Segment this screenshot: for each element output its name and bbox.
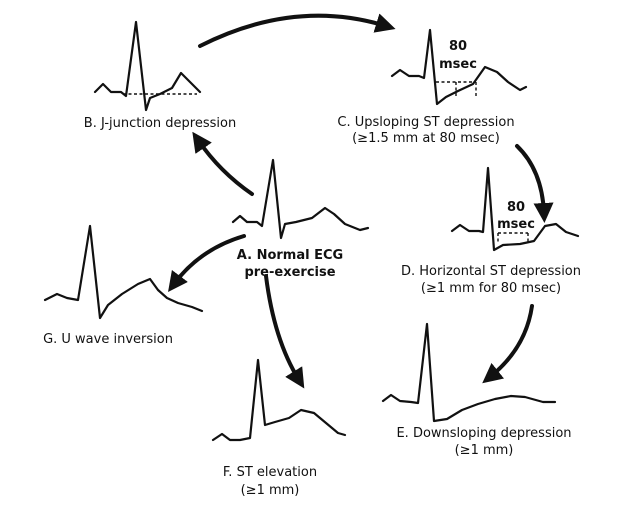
panel-c-annotation-80: 80: [449, 39, 467, 54]
ecg-trace-u-wave-inversion: [43, 224, 204, 320]
panel-a-label-line1: A. Normal ECG: [237, 248, 343, 263]
arrow-a-to-b: [192, 131, 254, 196]
panel-e-label-line2: (≥1 mm): [455, 443, 514, 458]
ecg-trace-st-elevation: [211, 358, 347, 442]
panel-g-label: G. U wave inversion: [43, 332, 173, 347]
ecg-trace-upsloping: [390, 28, 528, 106]
arrow-b-to-c: [198, 13, 396, 48]
panel-e-label-line1: E. Downsloping depression: [396, 426, 571, 441]
panel-d-label-line1: D. Horizontal ST depression: [401, 264, 581, 279]
arrow-a-to-f: [264, 274, 305, 389]
arrow-d-to-e: [482, 304, 534, 384]
arrow-c-to-d: [515, 144, 554, 223]
panel-a-label-line2: pre-exercise: [244, 265, 335, 280]
panel-c-annotation-msec: msec: [439, 57, 477, 72]
panel-c-label-line1: C. Upsloping ST depression: [337, 115, 514, 130]
panel-c-label-line2: (≥1.5 mm at 80 msec): [352, 131, 500, 146]
panel-d-label-line2: (≥1 mm for 80 msec): [421, 281, 561, 296]
arrow-a-to-g: [168, 234, 246, 293]
panel-f-label-line1: F. ST elevation: [223, 465, 317, 480]
panel-f-label-line2: (≥1 mm): [241, 483, 300, 498]
ecg-trace-horizontal: [450, 166, 580, 252]
panel-b-label: B. J-junction depression: [84, 116, 236, 131]
ecg-trace-downsloping: [381, 322, 557, 423]
ecg-trace-j-junction: [93, 20, 202, 112]
panel-d-annotation-80: 80: [507, 200, 525, 215]
ecg-trace-normal: [231, 158, 370, 240]
panel-d-annotation-msec: msec: [497, 217, 535, 232]
